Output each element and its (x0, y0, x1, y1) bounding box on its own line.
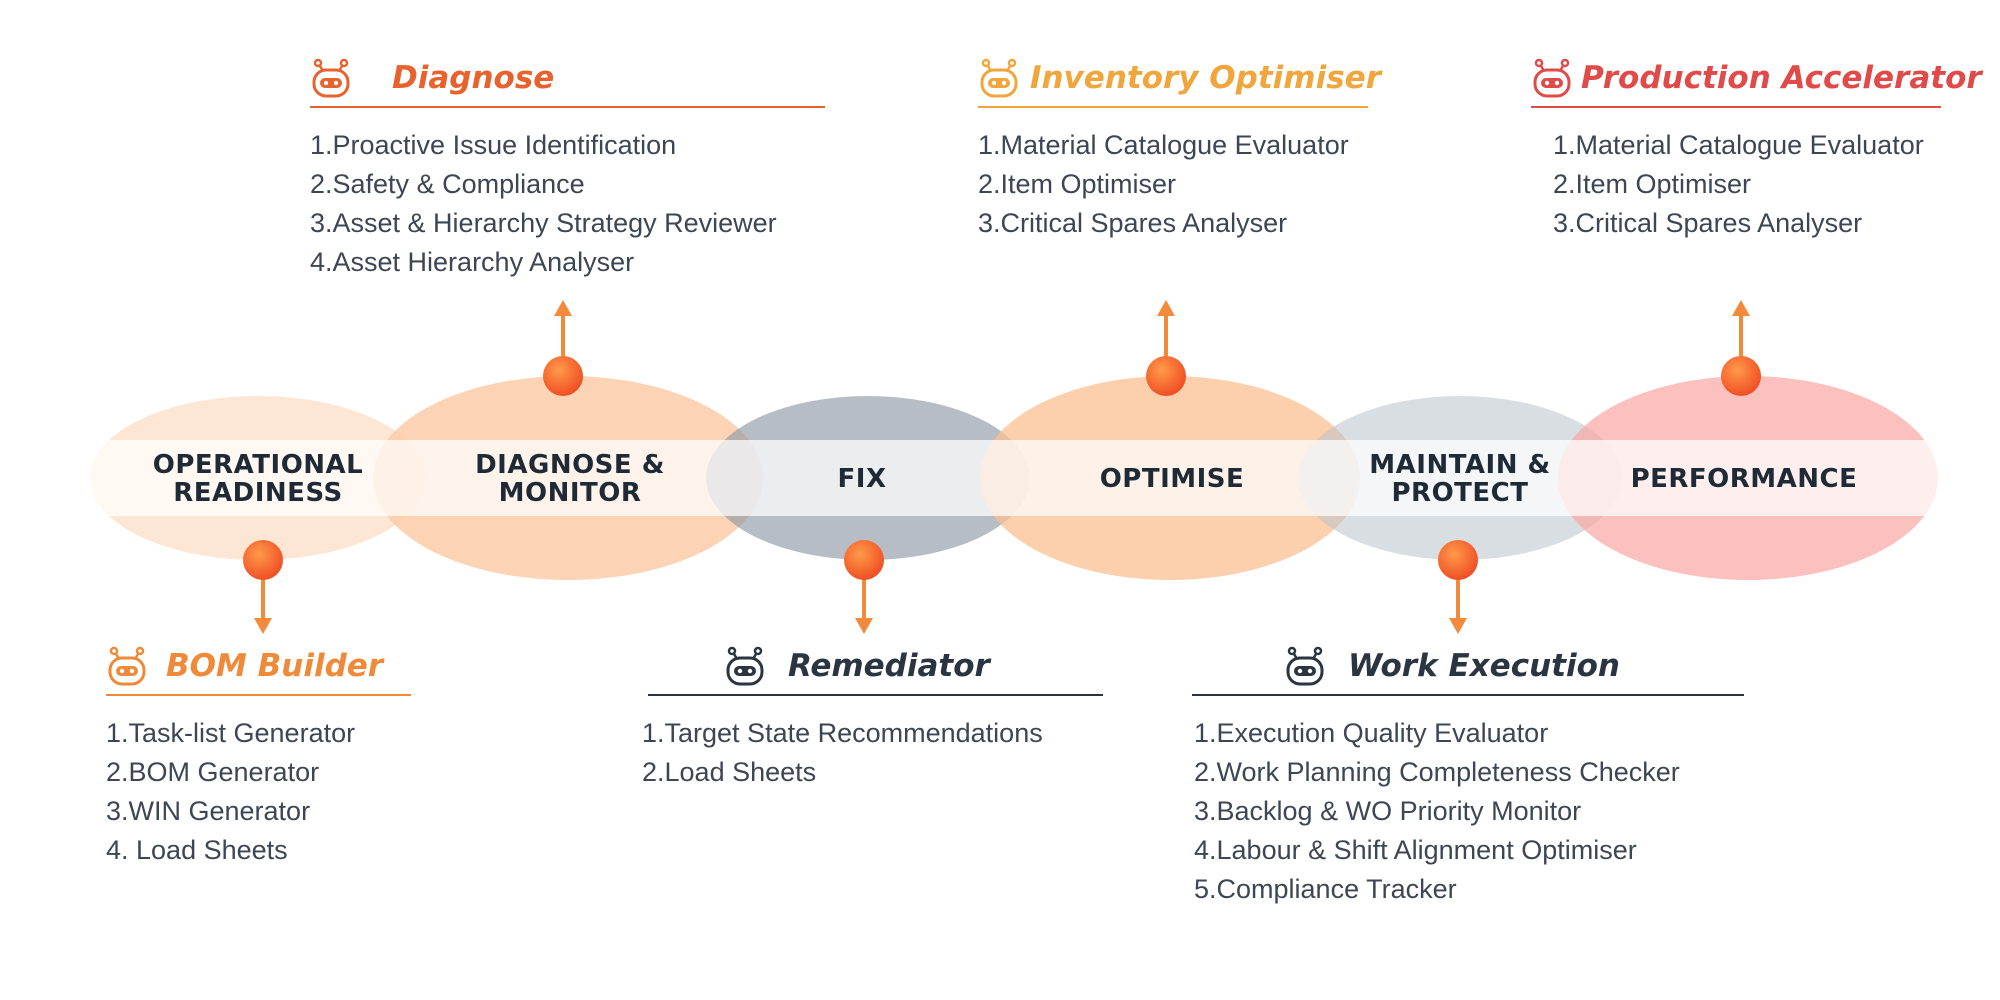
robot-icon (108, 646, 146, 686)
agent-list: 1.Material Catalogue Evaluator 2.Item Op… (978, 126, 1349, 243)
agent-work-execution: Work Execution 1.Execution Quality Evalu… (1192, 640, 1744, 904)
title-underline (1192, 694, 1744, 696)
agent-title: Production Accelerator (1581, 60, 1982, 96)
agent-production-accelerator: Production Accelerator 1.Material Catalo… (1531, 52, 1982, 238)
title-underline (978, 106, 1368, 108)
connector-remediator (844, 540, 884, 634)
stage-label-operational-readiness: OPERATIONAL READINESS (153, 451, 364, 507)
list-item: 5.Compliance Tracker (1194, 874, 1457, 904)
stage-label-line1: OPTIMISE (1099, 464, 1245, 494)
stage-label-optimise: OPTIMISE (1100, 465, 1245, 493)
robot-icon (312, 58, 350, 98)
stage-label-fix: FIX (838, 465, 887, 493)
list-item: 4.Asset Hierarchy Analyser (310, 247, 635, 277)
list-item: 4.Labour & Shift Alignment Optimiser (1194, 835, 1637, 865)
agent-title: BOM Builder (166, 648, 384, 684)
list-item: 2.Item Optimiser (1553, 169, 1752, 199)
agent-list: 1.Material Catalogue Evaluator 2.Item Op… (1553, 126, 1924, 243)
list-item: 3.Backlog & WO Priority Monitor (1194, 796, 1582, 826)
agent-diagnose: Diagnose 1.Proactive Issue Identificatio… (310, 52, 825, 277)
agent-list: 1.Target State Recommendations 2.Load Sh… (642, 714, 1043, 792)
stage-label-line1: MAINTAIN & (1369, 450, 1551, 480)
list-item: 1.Execution Quality Evaluator (1194, 718, 1549, 748)
connector-diagnose (543, 300, 583, 396)
list-item: 2.Safety & Compliance (310, 169, 585, 199)
connector-work (1438, 540, 1478, 634)
agent-title: Work Execution (1348, 648, 1620, 684)
list-item: 1.Target State Recommendations (642, 718, 1043, 748)
stage-label-performance: PERFORMANCE (1631, 465, 1858, 493)
list-item: 3.WIN Generator (106, 796, 311, 826)
agent-inventory-optimiser: Inventory Optimiser 1.Material Catalogue… (978, 52, 1381, 238)
agent-list: 1.Proactive Issue Identification 2.Safet… (310, 126, 777, 282)
label-band (90, 440, 1940, 516)
list-item: 1.Material Catalogue Evaluator (1553, 130, 1924, 160)
list-item: 2.Item Optimiser (978, 169, 1177, 199)
list-item: 1.Task-list Generator (106, 718, 356, 748)
agent-list: 1.Task-list Generator 2.BOM Generator 3.… (106, 714, 355, 870)
agent-bom-builder: BOM Builder 1.Task-list Generator 2.BOM … (106, 640, 411, 865)
list-item: 3.Critical Spares Analyser (1553, 208, 1863, 238)
agent-remediator: Remediator 1.Target State Recommendation… (642, 640, 1103, 787)
stage-label-line1: OPERATIONAL (152, 450, 364, 480)
list-item: 1.Proactive Issue Identification (310, 130, 677, 160)
agent-title: Diagnose (392, 60, 555, 96)
list-item: 2.Load Sheets (642, 757, 817, 787)
robot-icon (980, 58, 1018, 98)
stage-label-line1: PERFORMANCE (1630, 464, 1858, 494)
stage-label-line2: READINESS (173, 478, 343, 508)
robot-icon (1286, 646, 1324, 686)
stage-label-maintain-protect: MAINTAIN & PROTECT (1369, 451, 1550, 507)
connector-inventory (1146, 300, 1186, 396)
stage-label-line1: FIX (837, 464, 887, 494)
agent-title: Inventory Optimiser (1030, 60, 1381, 96)
stage-label-diagnose-monitor: DIAGNOSE & MONITOR (475, 451, 665, 507)
list-item: 2.Work Planning Completeness Checker (1194, 757, 1680, 787)
list-item: 3.Asset & Hierarchy Strategy Reviewer (310, 208, 777, 238)
agent-title: Remediator (788, 648, 990, 684)
list-item: 3.Critical Spares Analyser (978, 208, 1288, 238)
stage-label-line1: DIAGNOSE & (475, 450, 665, 480)
robot-icon (726, 646, 764, 686)
connector-bom (243, 540, 283, 634)
agent-list: 1.Execution Quality Evaluator 2.Work Pla… (1194, 714, 1680, 909)
list-item: 4. Load Sheets (106, 835, 288, 865)
title-underline (1531, 106, 1941, 108)
title-underline (648, 694, 1103, 696)
stage-label-line2: PROTECT (1391, 478, 1529, 508)
list-item: 1.Material Catalogue Evaluator (978, 130, 1349, 160)
connector-production (1721, 300, 1761, 396)
title-underline (310, 106, 825, 108)
robot-icon (1533, 58, 1571, 98)
title-underline (106, 694, 411, 696)
stage-label-line2: MONITOR (498, 478, 642, 508)
list-item: 2.BOM Generator (106, 757, 320, 787)
